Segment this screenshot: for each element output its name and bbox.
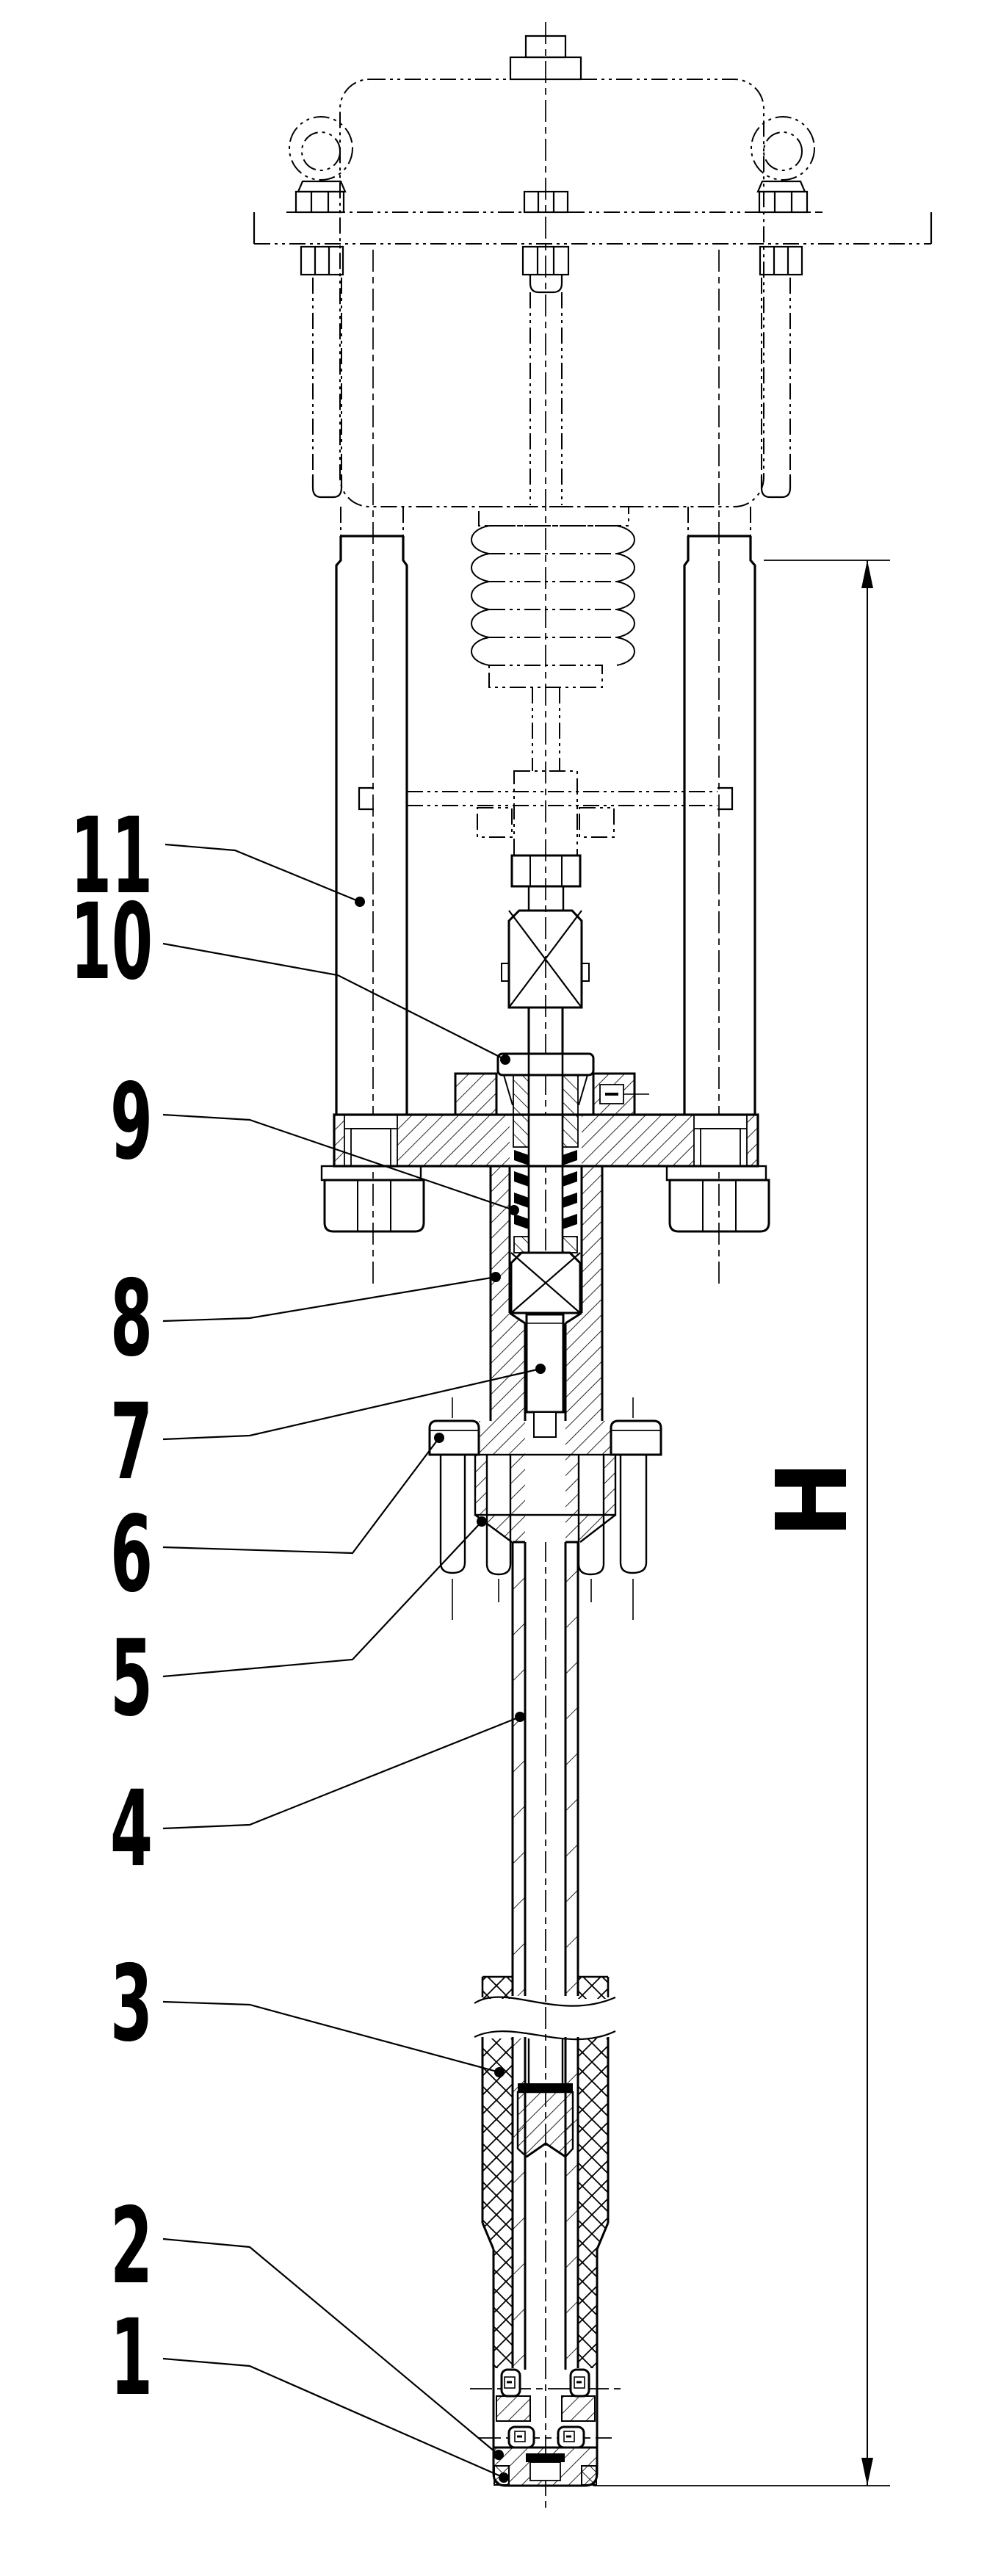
leader-dot-3 — [494, 2067, 505, 2077]
eyebolt-base-left — [297, 180, 347, 193]
stem-coupling — [501, 854, 590, 1054]
leader-dot-8 — [491, 1272, 501, 1282]
leader-dot-11 — [355, 897, 365, 907]
leader-dot-5 — [477, 1516, 487, 1527]
actuator-hardware — [253, 35, 933, 811]
eyebolt-base-right — [756, 180, 806, 193]
callout-label-11: 11 — [70, 795, 153, 917]
packing-gland — [496, 1052, 595, 1253]
tie-rod-tip-left — [311, 476, 343, 499]
yoke-legs — [335, 535, 756, 1115]
yoke-flange-bolts — [320, 1165, 770, 1233]
leader-line-2 — [162, 2237, 499, 2456]
callout-label-7: 7 — [110, 1381, 153, 1503]
dimension-arrow-bottom — [861, 2458, 873, 2486]
bonnet-bottom-flange — [428, 1397, 662, 1620]
gland-follower — [496, 1052, 595, 1077]
yoke-flange — [320, 1072, 770, 1233]
stem-bushing — [525, 1313, 565, 1414]
leader-dot-7 — [535, 1364, 546, 1374]
valve-tip — [492, 2368, 599, 2487]
bellows-top-flange — [478, 506, 629, 527]
leader-dot-2 — [494, 2450, 504, 2460]
callout-label-9: 9 — [110, 1060, 153, 1183]
leader-dot-10 — [500, 1054, 510, 1065]
callout-label-2: 2 — [110, 2185, 153, 2307]
bolt-head-left — [428, 1419, 480, 1456]
packing-rings — [514, 1150, 577, 1229]
callout-label-4: 4 — [110, 1768, 153, 1890]
leader-dot-9 — [509, 1205, 519, 1215]
callout-label-10: 10 — [70, 880, 153, 1003]
actuator-phantom — [254, 79, 931, 856]
callout-label-1: 1 — [110, 2296, 153, 2419]
leader-line-6 — [162, 1437, 440, 1555]
dimension-arrow-top — [861, 560, 873, 588]
leader-line-5 — [162, 1521, 482, 1678]
leader-line-10 — [162, 942, 506, 1060]
leader-line-1 — [162, 2357, 505, 2479]
hex-nuts-upper — [294, 190, 809, 214]
break-line-lower — [474, 2030, 616, 2041]
leader-line-3 — [162, 2000, 500, 2074]
eyebolt-ring-right — [751, 116, 815, 181]
leader-line-9 — [162, 1113, 515, 1212]
leader-dot-1 — [499, 2472, 509, 2483]
leader-dot-6 — [434, 1433, 444, 1443]
bellows-convolutions — [471, 525, 635, 666]
bonnet — [479, 1166, 611, 1455]
dimension-label: H — [756, 1461, 870, 1538]
leader-line-11 — [164, 843, 361, 903]
callout-label-5: 5 — [110, 1617, 153, 1740]
dimension-H: H — [593, 560, 890, 2486]
tie-rod-tip-right — [760, 476, 792, 499]
leader-line-4 — [162, 1715, 521, 1830]
indicator-clip-right — [717, 786, 734, 811]
hex-nuts-lower — [300, 245, 803, 276]
eyebolt-ring-left — [289, 116, 353, 181]
bolt-head-right — [610, 1419, 662, 1456]
callout-label-8: 8 — [110, 1257, 153, 1380]
callout-label-6: 6 — [110, 1493, 153, 1616]
extension-tube — [474, 1541, 616, 2041]
leader-line-7 — [162, 1367, 541, 1441]
leader-line-8 — [162, 1276, 496, 1323]
leader-dot-4 — [515, 1712, 525, 1722]
callout-label-3: 3 — [110, 1942, 153, 2065]
lower-body — [481, 2037, 610, 2447]
break-line-upper — [474, 1996, 616, 2007]
indicator-clip-left — [358, 786, 374, 811]
center-stud-tip — [529, 275, 563, 294]
